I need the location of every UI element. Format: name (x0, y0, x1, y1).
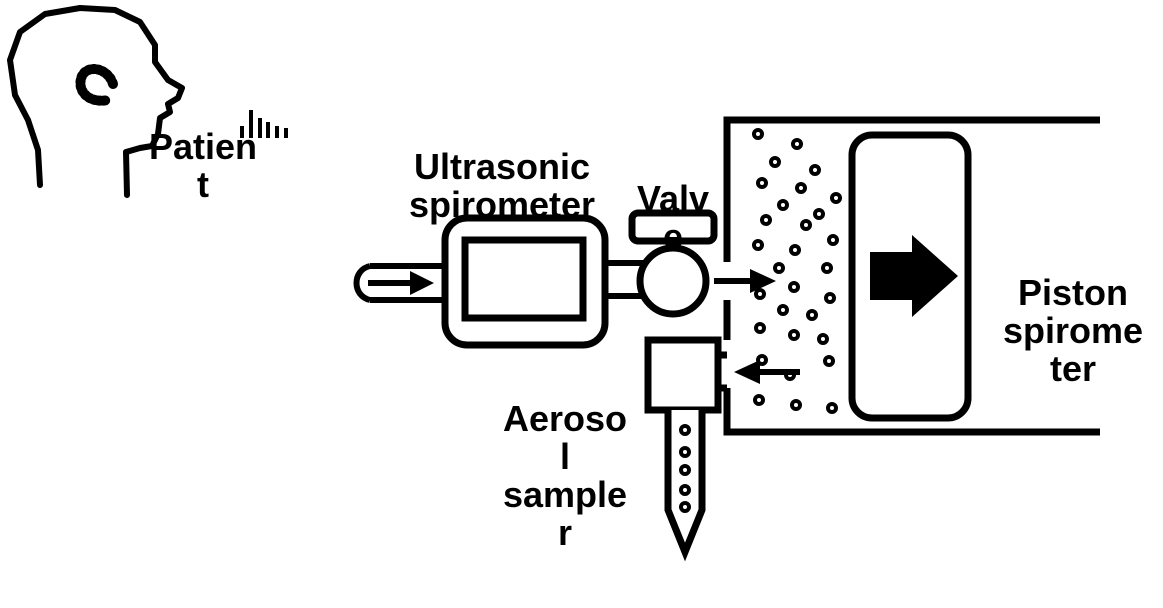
sampler-particles (679, 424, 691, 513)
piston (848, 131, 972, 422)
aerosol-sampler-label: Aeroso l sample r (502, 398, 628, 553)
sound-wave-icon (240, 110, 288, 138)
return-arrow-icon (734, 360, 800, 384)
aerosol-particles (752, 128, 842, 414)
piston-spirometer-chamber (723, 116, 1100, 436)
connector-tube (605, 260, 645, 299)
patient-head-icon (7, 5, 185, 198)
ultrasonic-spirometer-device (441, 214, 609, 349)
valve (628, 209, 718, 318)
piston-spirometer-label: Piston spirome ter (1002, 272, 1144, 389)
inlet-arrow-icon (368, 271, 434, 295)
piston-arrow-icon (870, 235, 958, 317)
ultrasonic-spirometer-label: Ultrasonic spirometer (408, 146, 596, 225)
outflow-arrow-icon (714, 269, 776, 293)
patient-label: Patien t (148, 126, 258, 205)
aerosol-sampler-device (644, 336, 727, 562)
inlet-tube (353, 263, 445, 303)
valve-label: Valv e (636, 178, 710, 257)
